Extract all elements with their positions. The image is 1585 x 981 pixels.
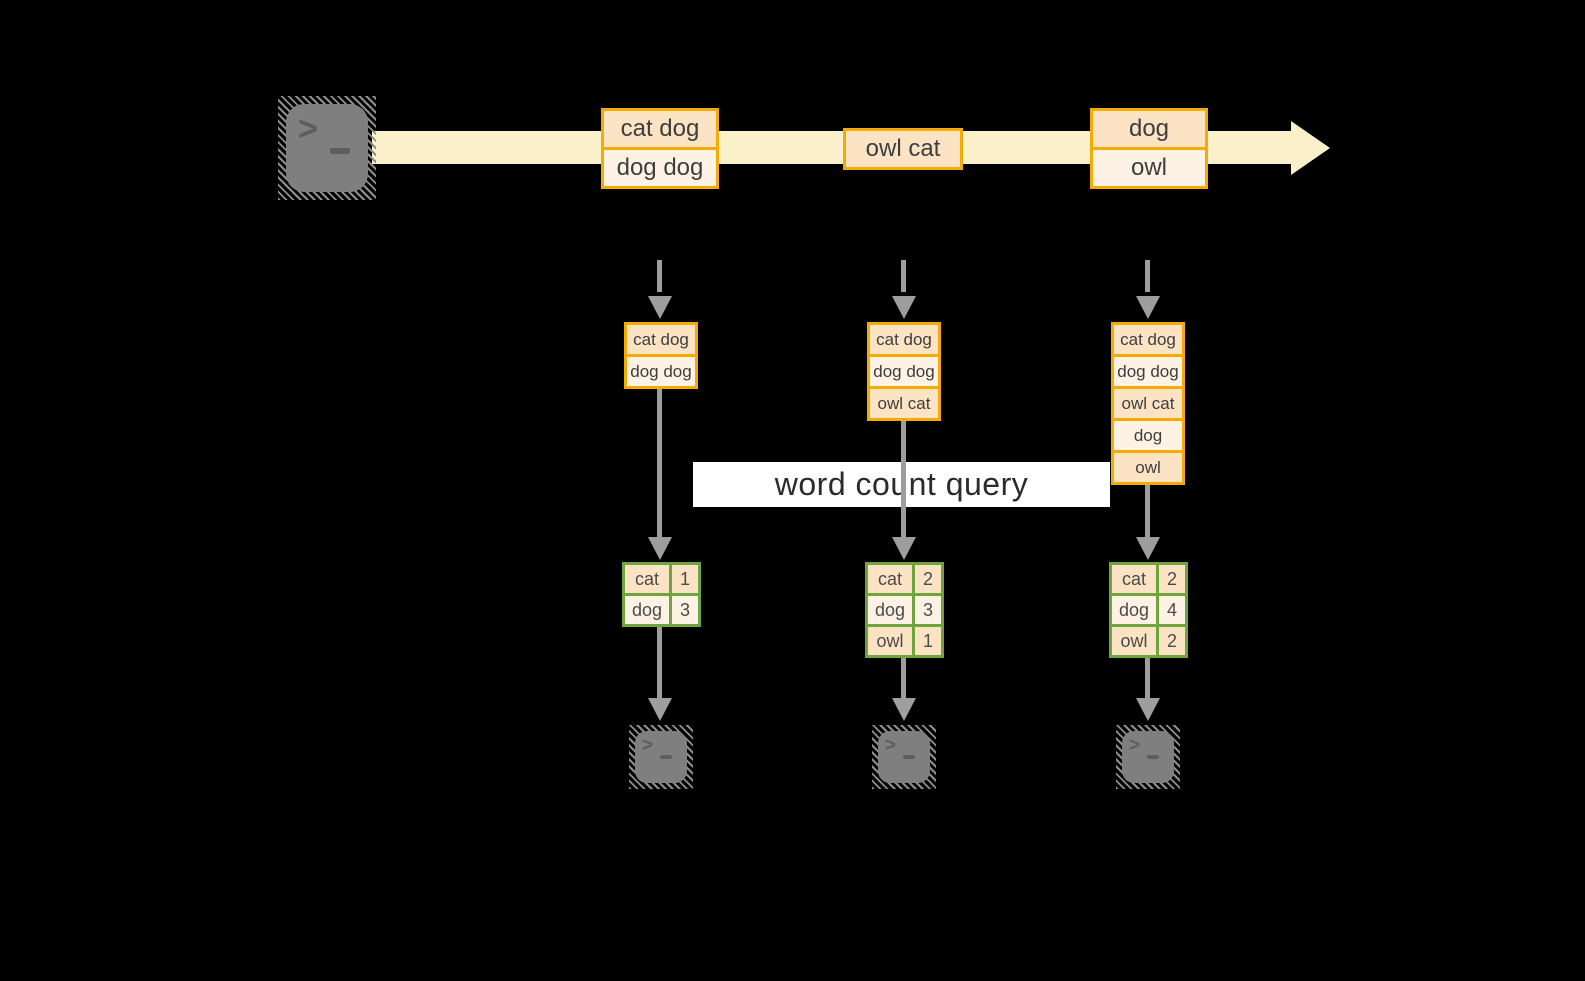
terminal-screen: > xyxy=(878,731,930,783)
buffer-cell: cat dog xyxy=(627,325,695,354)
count-word: dog xyxy=(625,596,672,624)
source-terminal-icon: > xyxy=(278,96,376,200)
count-value: 1 xyxy=(915,627,941,655)
event-text: dog dog xyxy=(604,147,716,186)
count-value: 2 xyxy=(1159,565,1185,593)
terminal-prompt-cursor-icon xyxy=(330,148,350,154)
query-arrowhead-3 xyxy=(1136,537,1160,560)
event-buffer-stack-3: cat dog dog dog owl cat dog owl xyxy=(1111,322,1185,485)
terminal-prompt-cursor-icon xyxy=(1147,755,1159,759)
output-arrow-line-3 xyxy=(1145,658,1150,698)
count-row: cat 1 xyxy=(625,565,698,593)
count-word: owl xyxy=(868,627,915,655)
sink-terminal-icon-3: > xyxy=(1116,725,1180,789)
terminal-prompt-chevron-icon: > xyxy=(1129,735,1141,756)
count-row: cat 2 xyxy=(868,565,941,593)
buffer-cell: cat dog xyxy=(870,325,938,354)
event-text: owl xyxy=(1093,147,1205,186)
count-row: dog 3 xyxy=(868,593,941,624)
terminal-screen: > xyxy=(286,104,368,192)
count-value: 3 xyxy=(915,596,941,624)
count-row: dog 3 xyxy=(625,593,698,624)
stream-arrowhead-icon xyxy=(1291,121,1330,175)
sink-terminal-icon-2: > xyxy=(872,725,936,789)
buffer-cell: owl cat xyxy=(1114,386,1182,418)
query-arrow-line-1 xyxy=(657,389,662,537)
count-word: cat xyxy=(868,565,915,593)
buffer-cell: owl cat xyxy=(870,386,938,418)
ingest-arrow-dash-2 xyxy=(901,260,906,292)
ingest-arrow-dash-1 xyxy=(657,260,662,292)
ingest-arrowhead-3 xyxy=(1136,296,1160,319)
terminal-prompt-chevron-icon: > xyxy=(885,735,897,756)
buffer-cell: dog dog xyxy=(1114,354,1182,386)
count-word: dog xyxy=(868,596,915,624)
terminal-screen: > xyxy=(1122,731,1174,783)
output-arrow-line-1 xyxy=(657,627,662,698)
count-table-3: cat 2 dog 4 owl 2 xyxy=(1109,562,1188,658)
terminal-screen: > xyxy=(635,731,687,783)
count-row: owl 1 xyxy=(868,624,941,655)
output-arrowhead-2 xyxy=(892,698,916,721)
query-arrowhead-2 xyxy=(892,537,916,560)
count-value: 3 xyxy=(672,596,698,624)
terminal-prompt-chevron-icon: > xyxy=(298,110,318,148)
count-row: cat 2 xyxy=(1112,565,1185,593)
ingest-arrowhead-1 xyxy=(648,296,672,319)
count-word: dog xyxy=(1112,596,1159,624)
count-row: owl 2 xyxy=(1112,624,1185,655)
stream-event-box-3: dog owl xyxy=(1090,108,1208,189)
buffer-cell: dog dog xyxy=(870,354,938,386)
terminal-prompt-chevron-icon: > xyxy=(642,735,654,756)
buffer-cell: dog dog xyxy=(627,354,695,386)
terminal-prompt-cursor-icon xyxy=(660,755,672,759)
query-arrow-line-3 xyxy=(1145,485,1150,537)
output-arrowhead-1 xyxy=(648,698,672,721)
stream-event-box-1: cat dog dog dog xyxy=(601,108,719,189)
count-table-1: cat 1 dog 3 xyxy=(622,562,701,627)
count-table-2: cat 2 dog 3 owl 1 xyxy=(865,562,944,658)
stream-event-box-2: owl cat xyxy=(843,128,963,170)
event-buffer-stack-1: cat dog dog dog xyxy=(624,322,698,389)
buffer-cell: dog xyxy=(1114,418,1182,450)
event-text: owl cat xyxy=(846,131,960,167)
query-arrow-line-2 xyxy=(901,421,906,537)
query-arrowhead-1 xyxy=(648,537,672,560)
count-word: owl xyxy=(1112,627,1159,655)
output-arrowhead-3 xyxy=(1136,698,1160,721)
count-row: dog 4 xyxy=(1112,593,1185,624)
event-text: cat dog xyxy=(604,111,716,147)
event-text: dog xyxy=(1093,111,1205,147)
count-value: 2 xyxy=(1159,627,1185,655)
buffer-cell: owl xyxy=(1114,450,1182,482)
ingest-arrow-dash-3 xyxy=(1145,260,1150,292)
output-arrow-line-2 xyxy=(901,658,906,698)
count-value: 1 xyxy=(672,565,698,593)
count-value: 2 xyxy=(915,565,941,593)
terminal-prompt-cursor-icon xyxy=(903,755,915,759)
ingest-arrowhead-2 xyxy=(892,296,916,319)
count-word: cat xyxy=(1112,565,1159,593)
sink-terminal-icon-1: > xyxy=(629,725,693,789)
buffer-cell: cat dog xyxy=(1114,325,1182,354)
count-value: 4 xyxy=(1159,596,1185,624)
event-buffer-stack-2: cat dog dog dog owl cat xyxy=(867,322,941,421)
count-word: cat xyxy=(625,565,672,593)
